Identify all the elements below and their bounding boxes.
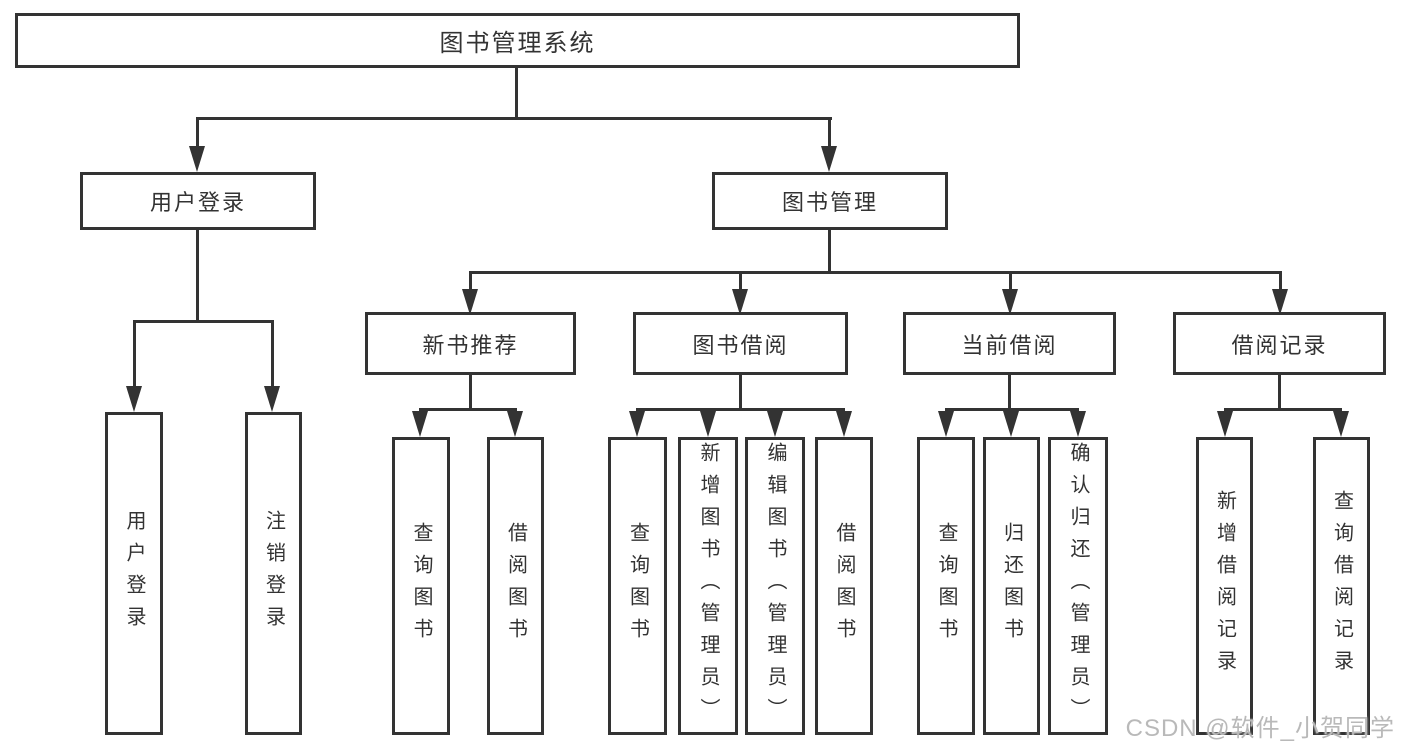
leaf-bb-edit-books-admin: 编辑图书（管理员）: [745, 437, 805, 735]
leaf-bb-borrow-books-label: 借阅图书: [833, 522, 855, 650]
arrowhead-current-borrowing: [1002, 289, 1018, 315]
connector-userlogin-rail: [133, 320, 274, 323]
leaf-nbr-borrow-books-label: 借阅图书: [504, 522, 527, 650]
leaf-user-login: 用户登录: [105, 412, 163, 735]
node-root: 图书管理系统: [15, 13, 1020, 68]
leaf-cb-confirm-return-admin: 确认归还（管理员）: [1048, 437, 1108, 735]
node-book-management-label: 图书管理: [781, 190, 878, 215]
leaf-cb-query-books: 查询图书: [917, 437, 975, 735]
connector-bb-rail: [636, 408, 845, 411]
arrowhead-cb-query: [938, 411, 954, 437]
connector-root-rail: [196, 117, 832, 120]
leaf-bb-borrow-books: 借阅图书: [815, 437, 873, 735]
leaf-cb-return-books-label: 归还图书: [1000, 522, 1023, 650]
leaf-user-login-label: 用户登录: [123, 509, 145, 638]
node-borrow-records-label: 借阅记录: [1231, 332, 1328, 358]
arrowhead-bb-query: [629, 411, 645, 437]
leaf-bb-edit-books-admin-label: 编辑图书（管理员）: [764, 442, 786, 730]
leaf-logout-label: 注销登录: [262, 509, 285, 638]
arrowhead-user-login: [189, 146, 205, 172]
node-current-borrowing: 当前借阅: [903, 312, 1116, 375]
connector-br-rail: [1224, 408, 1342, 411]
arrowhead-br-query: [1333, 411, 1349, 437]
node-borrow-records: 借阅记录: [1173, 312, 1386, 375]
leaf-nbr-borrow-books: 借阅图书: [487, 437, 544, 735]
arrowhead-cb-return: [1003, 411, 1019, 437]
arrowhead-new-book-recommend: [462, 289, 478, 315]
arrowhead-book-borrowing: [732, 289, 748, 315]
arrowhead-bb-borrow: [836, 411, 852, 437]
connector-mgmt-drop-2: [739, 271, 742, 289]
connector-bb-stem: [739, 375, 742, 408]
leaf-bb-query-books-label: 查询图书: [626, 522, 649, 650]
node-user-login-label: 用户登录: [149, 190, 246, 215]
csdn-watermark: CSDN @软件_小贺同学: [1125, 715, 1395, 742]
leaf-bb-add-books-admin-label: 新增图书（管理员）: [697, 442, 719, 730]
connector-cb-rail: [945, 408, 1079, 411]
arrowhead-book-management: [821, 146, 837, 172]
connector-mgmt-stem: [828, 230, 831, 271]
node-root-label: 图书管理系统: [439, 30, 596, 57]
leaf-logout: 注销登录: [245, 412, 302, 735]
connector-nbr-rail: [419, 408, 517, 411]
arrowhead-leaf-user-login: [126, 386, 142, 412]
connector-mgmt-rail: [469, 271, 1282, 274]
node-book-management: 图书管理: [712, 172, 948, 230]
connector-mgmt-drop-3: [1009, 271, 1012, 289]
connector-mgmt-drop-4: [1279, 271, 1282, 289]
connector-userlogin-drop-left: [133, 320, 136, 386]
leaf-bb-query-books: 查询图书: [608, 437, 667, 735]
arrowhead-br-add: [1217, 411, 1233, 437]
connector-root-drop-right: [828, 117, 831, 146]
leaf-cb-confirm-return-admin-label: 确认归还（管理员）: [1067, 442, 1089, 730]
connector-mgmt-drop-1: [469, 271, 472, 289]
arrowhead-nbr-borrow: [507, 411, 523, 437]
arrowhead-bb-add: [700, 411, 716, 437]
node-book-borrowing-label: 图书借阅: [692, 332, 789, 358]
node-user-login: 用户登录: [80, 172, 316, 230]
node-new-book-recommend-label: 新书推荐: [422, 332, 519, 358]
leaf-br-query-record-label: 查询借阅记录: [1330, 490, 1353, 682]
connector-userlogin-drop-right: [271, 320, 274, 386]
arrowhead-leaf-logout: [264, 386, 280, 412]
leaf-cb-return-books: 归还图书: [983, 437, 1040, 735]
leaf-nbr-query-books: 查询图书: [392, 437, 450, 735]
leaf-br-add-record: 新增借阅记录: [1196, 437, 1253, 735]
connector-root-drop-left: [196, 117, 199, 146]
leaf-br-add-record-label: 新增借阅记录: [1213, 490, 1236, 682]
connector-userlogin-stem: [196, 230, 199, 320]
connector-cb-stem: [1008, 375, 1011, 408]
leaf-nbr-query-books-label: 查询图书: [410, 522, 432, 650]
arrowhead-borrow-records: [1272, 289, 1288, 315]
arrowhead-bb-edit: [767, 411, 783, 437]
arrowhead-nbr-query: [412, 411, 428, 437]
node-current-borrowing-label: 当前借阅: [961, 332, 1058, 358]
connector-nbr-stem: [469, 375, 472, 408]
connector-br-stem: [1278, 375, 1281, 408]
connector-root-stem: [515, 68, 518, 117]
node-book-borrowing: 图书借阅: [633, 312, 848, 375]
leaf-br-query-record: 查询借阅记录: [1313, 437, 1370, 735]
node-new-book-recommend: 新书推荐: [365, 312, 576, 375]
leaf-cb-query-books-label: 查询图书: [935, 522, 957, 650]
arrowhead-cb-confirm: [1070, 411, 1086, 437]
leaf-bb-add-books-admin: 新增图书（管理员）: [678, 437, 738, 735]
